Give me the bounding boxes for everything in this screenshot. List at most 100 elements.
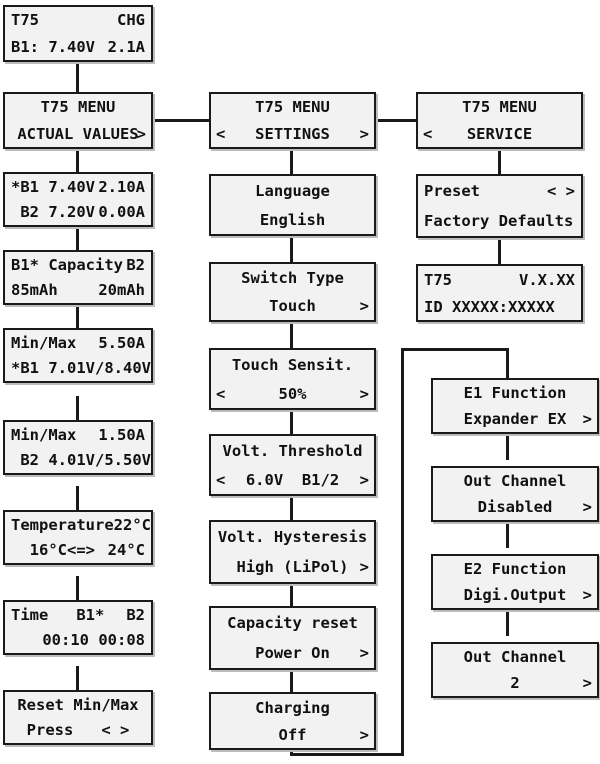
capacity-line-2: 85mAh 20mAh: [5, 278, 151, 304]
cell-voltages-line-1: *B1 7.40V 2.10A: [5, 174, 151, 200]
e2-out-channel-line-1: Out Channel: [433, 644, 597, 670]
e1-function-label: E1 Function: [463, 384, 567, 402]
preset-label: Preset: [424, 182, 480, 200]
chevron-right-icon[interactable]: >: [582, 498, 592, 516]
screen-volt-threshold[interactable]: Volt. Threshold < 6.0V B1/2 >: [209, 434, 376, 496]
capacity-value-b2: 20mAh: [98, 281, 145, 300]
screen-minmax-b2[interactable]: Min/Max 1.50A B2 4.01V/ 5.50V: [3, 420, 153, 475]
menu-service-title-row: T75 MENU: [418, 94, 581, 121]
volt-hysteresis-line-2: High (LiPol) >: [211, 552, 374, 582]
screen-minmax-b1[interactable]: Min/Max 5.50A *B1 7.01V/ 8.40V: [3, 328, 153, 383]
reset-minmax-line-2: Press < >: [5, 718, 151, 744]
temperature-value: 22°C: [113, 515, 151, 534]
e2-function-line-1: E2 Function: [433, 556, 597, 582]
minmax-b1-current: 5.50A: [98, 333, 145, 352]
screen-switch-type[interactable]: Switch Type Touch >: [209, 262, 376, 322]
chevron-left-icon[interactable]: <: [216, 470, 226, 489]
screen-version-id[interactable]: T75 V.X.XX ID XXXXX:XXXXX: [416, 264, 583, 322]
connector-left-1: [76, 148, 79, 172]
chevron-right-icon[interactable]: >: [359, 297, 369, 315]
preset-line-2: Factory Defaults: [418, 206, 581, 236]
menu-service-label: SERVICE: [466, 124, 533, 143]
chevron-left-icon[interactable]: <: [216, 384, 226, 403]
volt-hysteresis-line-1: Volt. Hysteresis: [211, 522, 374, 552]
connector-mid-4: [290, 410, 293, 434]
screen-e1-function[interactable]: E1 Function Expander EX >: [431, 378, 599, 434]
screen-status[interactable]: T75 CHG B1: 7.40V 2.1A: [3, 5, 153, 62]
switch-type-line-2: Touch >: [211, 292, 374, 320]
menu-actual-label-row: ACTUAL VALUES >: [5, 121, 151, 148]
version-number: V.X.XX: [519, 270, 575, 289]
status-current: 2.1A: [107, 37, 145, 56]
chevron-right-icon[interactable]: >: [359, 725, 369, 744]
screen-menu-settings[interactable]: T75 MENU < SETTINGS >: [209, 92, 376, 149]
chevron-right-icon[interactable]: >: [582, 674, 592, 692]
chevron-right-icon[interactable]: >: [359, 470, 369, 489]
chevron-left-icon[interactable]: <: [423, 124, 433, 143]
connector-bracket-into-e1: [506, 348, 509, 380]
capacity-reset-line-2: Power On >: [211, 638, 374, 668]
menu-actual-title: T75 MENU: [40, 98, 116, 117]
preset-value: Factory Defaults: [424, 212, 574, 230]
screen-reset-minmax[interactable]: Reset Min/Max Press < >: [3, 690, 153, 745]
chevron-right-icon[interactable]: >: [582, 410, 592, 428]
touch-sensitivity-value: 50%: [278, 384, 307, 403]
menu-actual-label: ACTUAL VALUES: [17, 124, 139, 143]
chevron-right-icon[interactable]: >: [359, 558, 369, 576]
screen-preset[interactable]: Preset < > Factory Defaults: [416, 174, 583, 238]
screen-charging[interactable]: Charging Off >: [209, 692, 376, 750]
screen-capacity-reset[interactable]: Capacity reset Power On >: [209, 606, 376, 670]
version-line-1: T75 V.X.XX: [418, 266, 581, 293]
charging-line-1: Charging: [211, 694, 374, 721]
connector-exp-1: [506, 432, 509, 460]
temperature-line-2: 16°C<=> 24°C: [5, 538, 151, 564]
temperature-max: 24°C: [107, 541, 145, 560]
reset-minmax-label: Reset Min/Max: [17, 695, 139, 714]
e1-out-channel-line-1: Out Channel: [433, 468, 597, 494]
screen-time[interactable]: Time B1* B2 00:10 00:08: [3, 600, 153, 655]
minmax-b2-line-1: Min/Max 1.50A: [5, 422, 151, 448]
connector-right-2: [498, 238, 501, 264]
language-line-2: English: [211, 205, 374, 234]
version-device: T75: [424, 270, 452, 289]
volt-threshold-label: Volt. Threshold: [222, 441, 363, 460]
preset-arrows[interactable]: < >: [547, 182, 575, 200]
screen-e2-function[interactable]: E2 Function Digi.Output >: [431, 554, 599, 610]
screen-touch-sensitivity[interactable]: Touch Sensit. < 50% >: [209, 348, 376, 410]
capacity-header-b2: B2: [126, 255, 145, 274]
minmax-b2-label: Min/Max: [11, 425, 77, 444]
time-header-b1: Time B1*: [11, 605, 105, 624]
screen-capacity[interactable]: B1* Capacity B2 85mAh 20mAh: [3, 250, 153, 305]
minmax-b2-current: 1.50A: [98, 425, 145, 444]
chevron-right-icon[interactable]: >: [359, 384, 369, 403]
e1-out-channel-line-2: Disabled >: [433, 494, 597, 520]
capacity-reset-label: Capacity reset: [227, 614, 358, 632]
reset-minmax-action[interactable]: Press < >: [26, 721, 130, 740]
screen-menu-service[interactable]: T75 MENU < SERVICE: [416, 92, 583, 149]
screen-language[interactable]: Language English: [209, 174, 376, 236]
chevron-right-icon[interactable]: >: [359, 124, 369, 143]
capacity-header-b1: B1* Capacity: [11, 255, 123, 274]
chevron-right-icon[interactable]: >: [582, 586, 592, 604]
touch-sensitivity-line-2: < 50% >: [211, 379, 374, 408]
screen-temperature[interactable]: Temperature 22°C 16°C<=> 24°C: [3, 510, 153, 565]
charging-label: Charging: [255, 698, 330, 717]
screen-e1-out-channel[interactable]: Out Channel Disabled >: [431, 466, 599, 522]
switch-type-value: Touch: [269, 297, 316, 315]
b1-voltage: *B1 7.40V: [11, 177, 95, 196]
connector-settings-to-service: [376, 119, 416, 122]
minmax-b1-line-2: *B1 7.01V/ 8.40V: [5, 356, 151, 382]
screen-menu-actual-values[interactable]: T75 MENU ACTUAL VALUES >: [3, 92, 153, 149]
connector-charging-right: [290, 753, 404, 756]
menu-settings-title-row: T75 MENU: [211, 94, 374, 121]
chevron-right-icon[interactable]: >: [136, 124, 146, 143]
cell-voltages-line-2: B2 7.20V 0.00A: [5, 200, 151, 226]
e1-function-value: Expander EX: [463, 410, 567, 428]
time-values: 00:10 00:08: [42, 631, 145, 650]
screen-cell-voltages[interactable]: *B1 7.40V 2.10A B2 7.20V 0.00A: [3, 172, 153, 227]
chevron-right-icon[interactable]: >: [359, 644, 369, 662]
screen-e2-out-channel[interactable]: Out Channel 2 >: [431, 642, 599, 698]
screen-volt-hysteresis[interactable]: Volt. Hysteresis High (LiPol) >: [209, 520, 376, 584]
chevron-left-icon[interactable]: <: [216, 124, 226, 143]
